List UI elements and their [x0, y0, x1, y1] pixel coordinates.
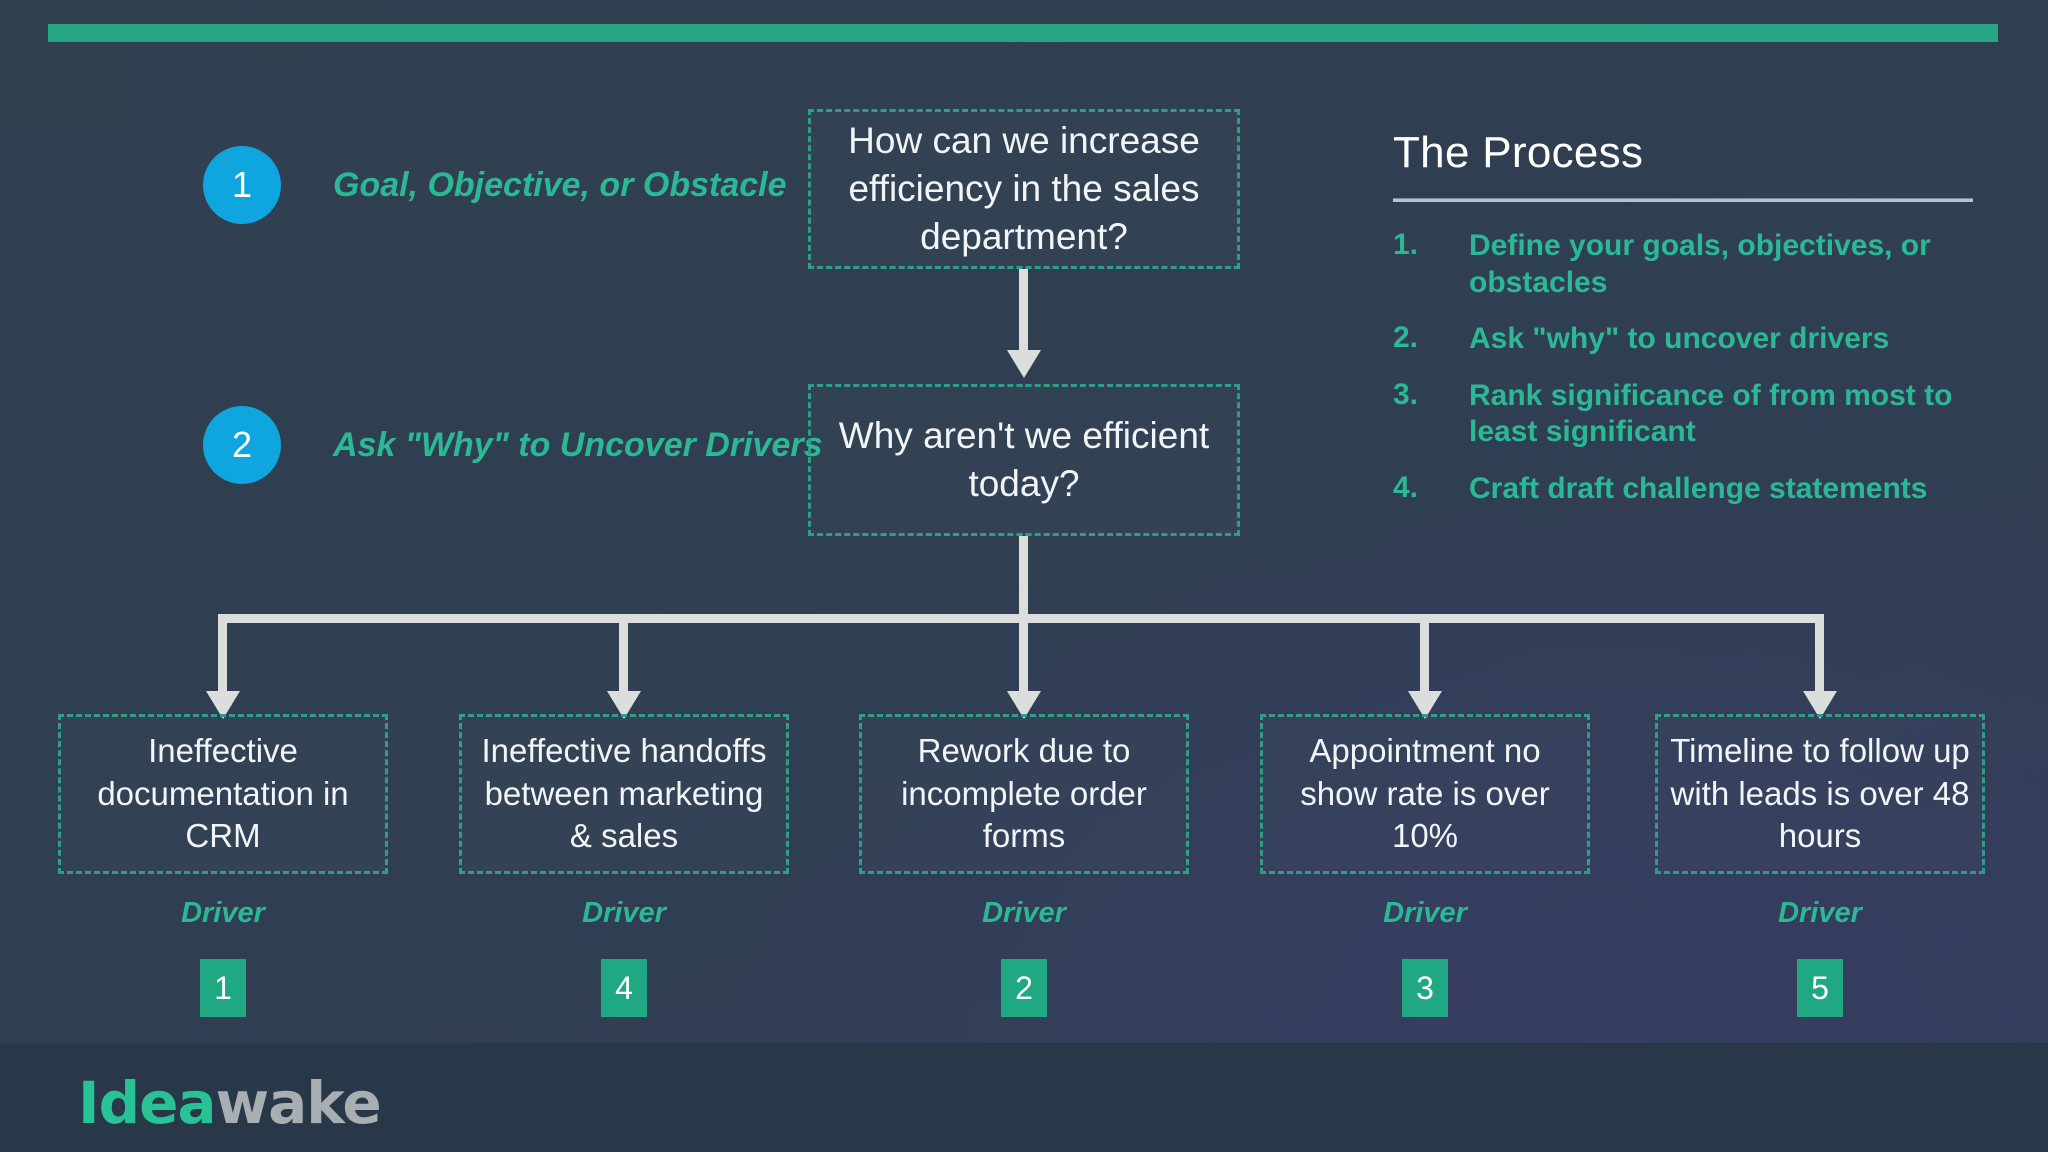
arrow-goal-to-why-icon [1007, 350, 1041, 378]
driver-box-1: Ineffective documentation in CRM [58, 714, 388, 874]
driver-caption-2: Driver [582, 897, 666, 929]
driver-box-2: Ineffective handoffs between marketing &… [459, 714, 789, 874]
connector-branch-1 [218, 614, 227, 696]
driver-rank-chip-1: 1 [200, 959, 246, 1017]
why-question-box: Why aren't we efficient today? [808, 384, 1240, 536]
driver-caption-1: Driver [181, 897, 265, 929]
process-divider [1393, 198, 1973, 202]
driver-caption-5: Driver [1778, 897, 1862, 929]
process-item-4-text: Craft draft challenge statements [1469, 471, 1928, 505]
process-panel: The Process 1. Define your goals, object… [1393, 128, 1973, 528]
driver-caption-4: Driver [1383, 897, 1467, 929]
step-label-1: Goal, Objective, or Obstacle [333, 165, 787, 204]
driver-box-3: Rework due to incomplete order forms [859, 714, 1189, 874]
process-item-2: 2. Ask "why" to uncover drivers [1393, 321, 1973, 358]
logo-text-idea: Idea [78, 1069, 217, 1137]
connector-branch-4 [1420, 614, 1429, 696]
process-item-1-number: 1. [1393, 228, 1419, 261]
driver-rank-chip-5: 5 [1797, 959, 1843, 1017]
process-item-1-text: Define your goals, objectives, or obstac… [1469, 229, 1931, 299]
process-item-4-number: 4. [1393, 470, 1419, 504]
process-item-3-number: 3. [1393, 377, 1419, 411]
process-item-3: 3. Rank significance of from most to lea… [1393, 378, 1973, 451]
top-accent-bar [48, 24, 1998, 42]
process-item-2-text: Ask "why" to uncover drivers [1469, 322, 1890, 356]
connector-goal-to-why [1019, 269, 1028, 355]
connector-trunk [1019, 536, 1028, 620]
process-item-4: 4. Craft draft challenge statements [1393, 471, 1973, 508]
step-number-circle-1: 1 [203, 146, 281, 224]
driver-rank-chip-2: 4 [601, 959, 647, 1017]
ideawake-logo: Ideawake [78, 1069, 382, 1137]
connector-branch-2 [619, 614, 628, 696]
step-marker-1: 1 Goal, Objective, or Obstacle [203, 146, 787, 224]
logo-text-wake: wake [215, 1069, 382, 1137]
process-item-2-number: 2. [1393, 321, 1419, 355]
connector-branch-3 [1019, 614, 1028, 696]
driver-box-4: Appointment no show rate is over 10% [1260, 714, 1590, 874]
step-number-circle-2: 2 [203, 406, 281, 484]
process-title: The Process [1393, 128, 1644, 177]
connector-branch-5 [1815, 614, 1824, 696]
step-label-2: Ask "Why" to Uncover Drivers [333, 425, 823, 464]
process-item-1: 1. Define your goals, objectives, or obs… [1393, 228, 1973, 301]
footer-bar: Ideawake [0, 1043, 2048, 1152]
driver-box-5: Timeline to follow up with leads is over… [1655, 714, 1985, 874]
goal-question-box: How can we increase efficiency in the sa… [808, 109, 1240, 269]
driver-rank-chip-3: 2 [1001, 959, 1047, 1017]
driver-caption-3: Driver [982, 897, 1066, 929]
process-item-3-text: Rank significance of from most to least … [1469, 378, 1953, 449]
driver-rank-chip-4: 3 [1402, 959, 1448, 1017]
step-marker-2: 2 Ask "Why" to Uncover Drivers [203, 406, 823, 484]
process-list: 1. Define your goals, objectives, or obs… [1393, 228, 1973, 508]
